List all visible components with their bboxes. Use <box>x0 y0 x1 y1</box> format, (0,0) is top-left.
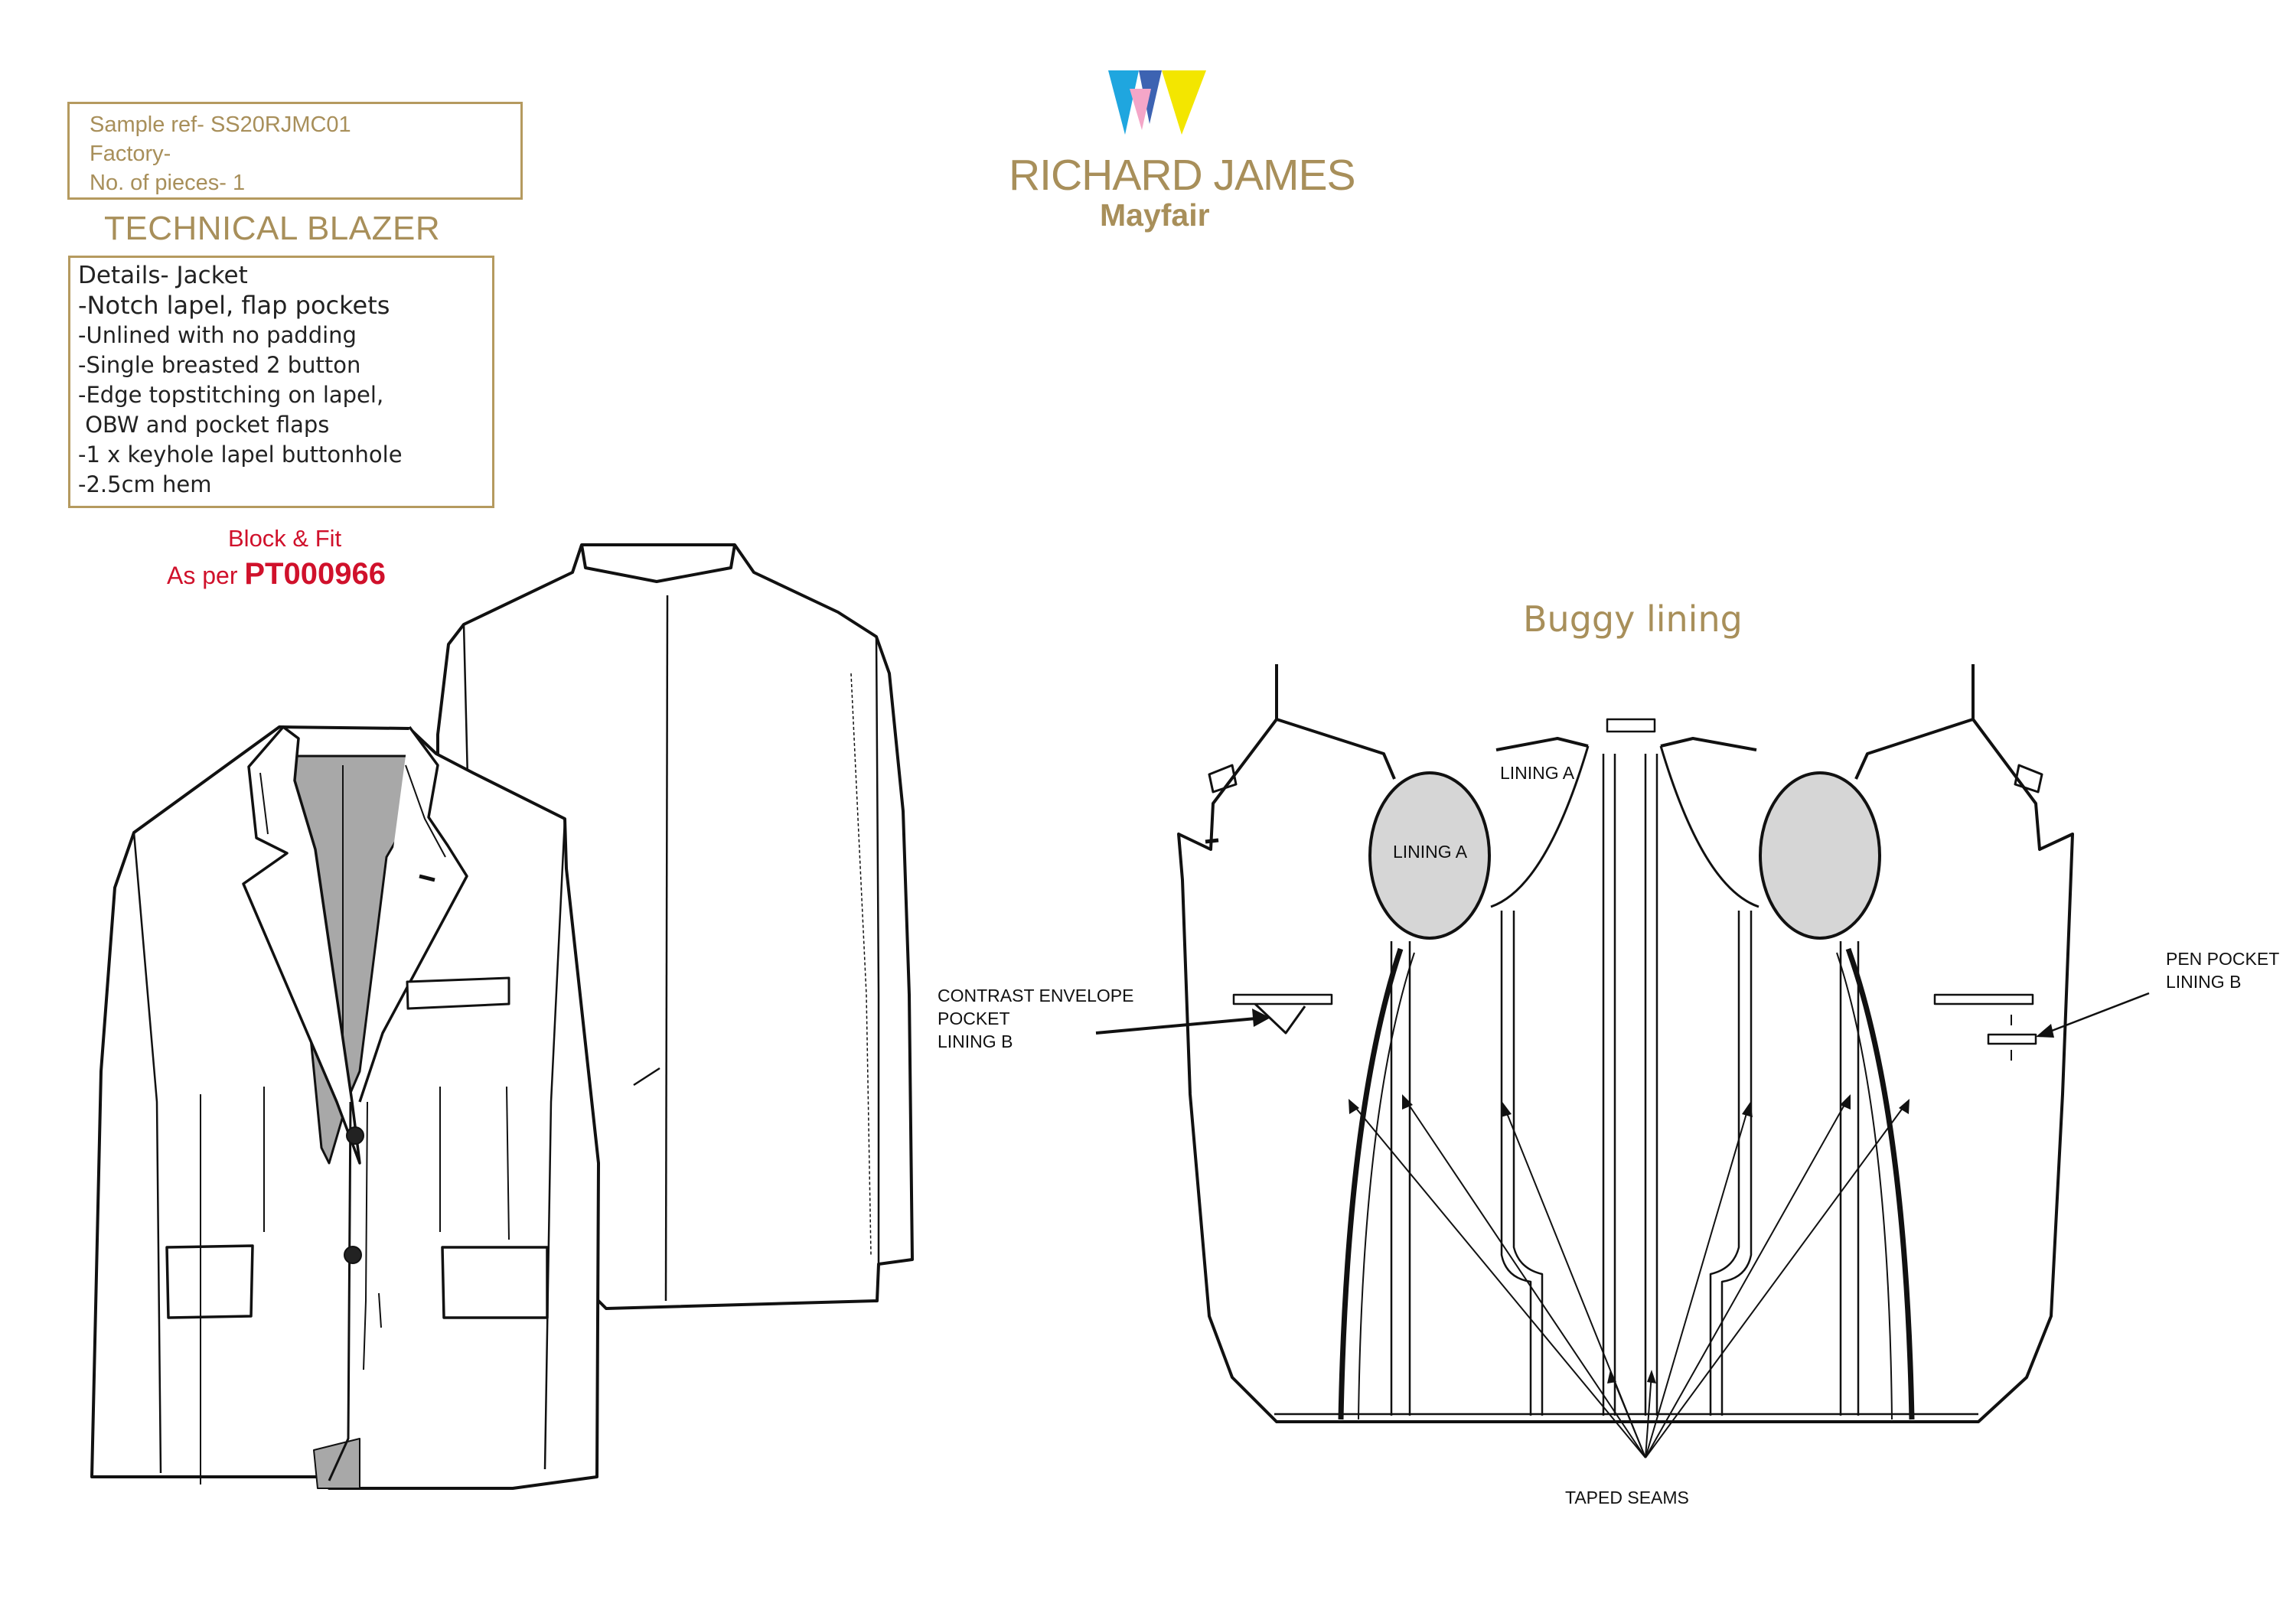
label-lining-a: LINING A <box>1393 842 1468 862</box>
pieces-count: No. of pieces- 1 <box>90 171 246 195</box>
details-heading: Details- Jacket <box>78 262 248 289</box>
pen-pocket-line-1: PEN POCKET <box>2166 949 2280 969</box>
details-line: -Edge topstitching on lapel, <box>78 382 384 408</box>
logo-pink <box>1130 89 1151 130</box>
details-line: -1 x keyhole lapel buttonhole <box>78 442 403 468</box>
factory: Factory- <box>90 142 171 166</box>
details-line: -2.5cm hem <box>78 471 212 497</box>
details-line: -Notch lapel, flap pockets <box>78 291 390 320</box>
lining-title: Buggy lining <box>1523 598 1743 640</box>
logo-blue <box>1139 70 1162 124</box>
pattern-code: PT000966 <box>244 557 386 591</box>
taped-seams-label: TAPED SEAMS <box>1565 1488 1689 1507</box>
contrast-pocket-label: CONTRAST ENVELOPE POCKET LINING B <box>938 984 1133 1053</box>
brand-subtitle: Mayfair <box>1100 197 1210 233</box>
brand-name: RICHARD JAMES <box>1009 151 1356 200</box>
block-fit-label: Block & Fit <box>228 525 342 552</box>
logo-cyan <box>1108 70 1139 135</box>
contrast-pocket-line-2: POCKET <box>938 1009 1010 1028</box>
sample-ref: Sample ref- SS20RJMC01 <box>90 112 351 137</box>
details-line: -Unlined with no padding <box>78 322 357 348</box>
buggy-lining-diagram <box>1095 664 2150 1458</box>
jacket-front-view <box>90 725 600 1490</box>
block-fit-reference: As per PT000966 <box>167 557 386 592</box>
details-line: OBW and pocket flaps <box>78 412 330 438</box>
pen-pocket-line-2: LINING B <box>2166 972 2242 992</box>
brand-logo <box>1108 70 1206 135</box>
as-per-prefix: As per <box>167 562 245 589</box>
label-lining-a-top: LINING A <box>1500 763 1575 783</box>
details-line: -Single breasted 2 button <box>78 352 361 378</box>
pen-pocket-label: PEN POCKET LINING B <box>2166 947 2279 993</box>
logo-yellow <box>1162 70 1206 135</box>
contrast-pocket-line-1: CONTRAST ENVELOPE <box>938 986 1134 1005</box>
contrast-pocket-line-3: LINING B <box>938 1031 1013 1051</box>
details-box: Details- Jacket -Notch lapel, flap pocke… <box>68 256 494 508</box>
page-title: TECHNICAL BLAZER <box>104 210 441 247</box>
sample-info-box: Sample ref- SS20RJMC01 Factory- No. of p… <box>67 102 523 200</box>
